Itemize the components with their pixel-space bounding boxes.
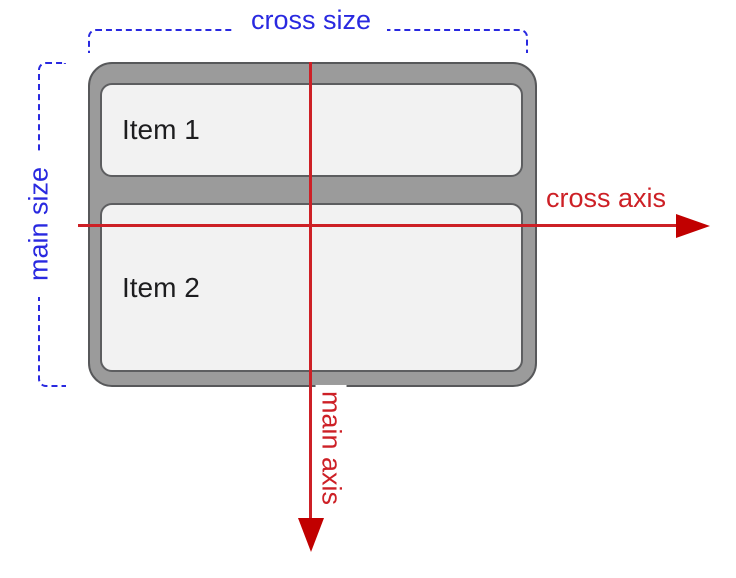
cross-axis-label: cross axis — [546, 183, 667, 213]
cross-size-label: cross size — [234, 5, 388, 37]
main-axis-arrowhead-icon — [298, 518, 324, 552]
flex-item-1-label: Item 1 — [122, 114, 200, 145]
main-axis-line — [309, 62, 312, 520]
cross-axis-line — [78, 224, 678, 227]
main-size-label: main size — [23, 150, 55, 298]
main-axis-label: main axis — [315, 384, 347, 512]
flex-item-2-label: Item 2 — [122, 271, 200, 303]
cross-axis-arrowhead-icon — [676, 214, 710, 238]
